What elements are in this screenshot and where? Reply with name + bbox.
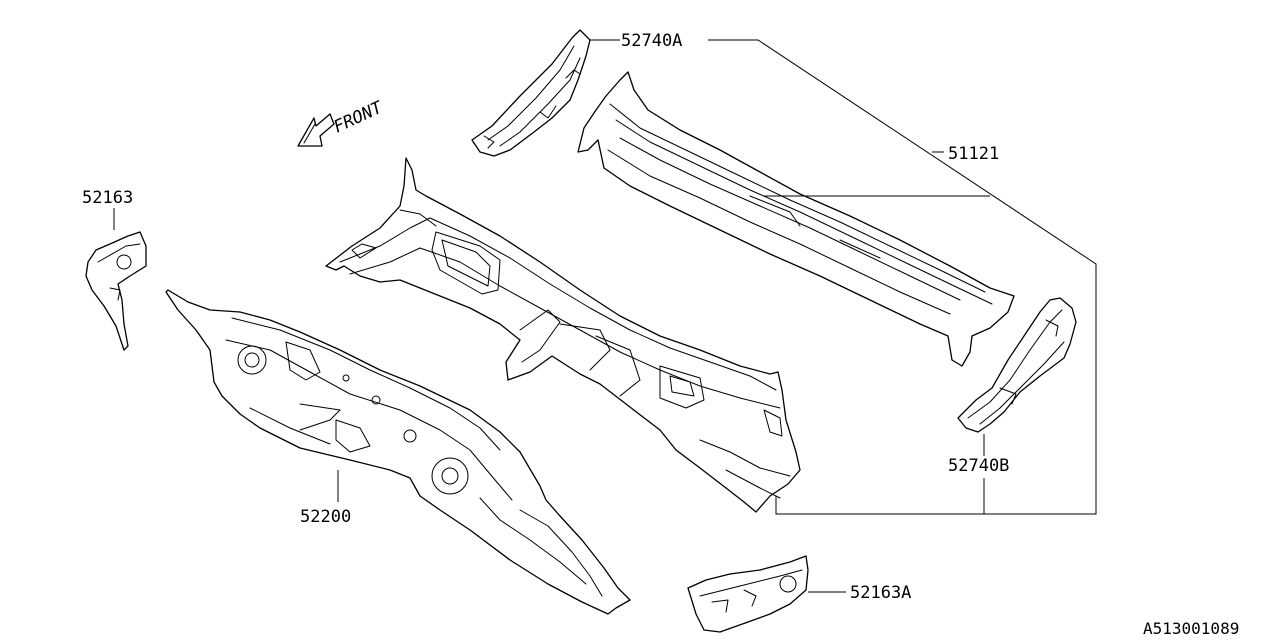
diagram-id: A513001089 [1143, 619, 1239, 638]
main-cowl-assembly [325, 157, 801, 513]
panel-51121 [577, 71, 1015, 367]
bracket-52740a [471, 29, 591, 157]
bracket-52163 [85, 231, 147, 351]
panel-52200 [165, 289, 631, 615]
label-52200: 52200 [300, 507, 351, 527]
label-52740a: 52740A [621, 31, 682, 51]
leader-lines [113, 39, 1097, 593]
label-51121: 51121 [948, 144, 999, 164]
label-52740b: 52740B [948, 456, 1009, 476]
label-52163a: 52163A [850, 583, 911, 603]
bracket-52163a [687, 555, 809, 633]
bracket-52740b [957, 297, 1077, 433]
label-52163: 52163 [82, 188, 133, 208]
front-label: FRONT [331, 97, 387, 137]
front-arrow-icon [297, 113, 335, 147]
